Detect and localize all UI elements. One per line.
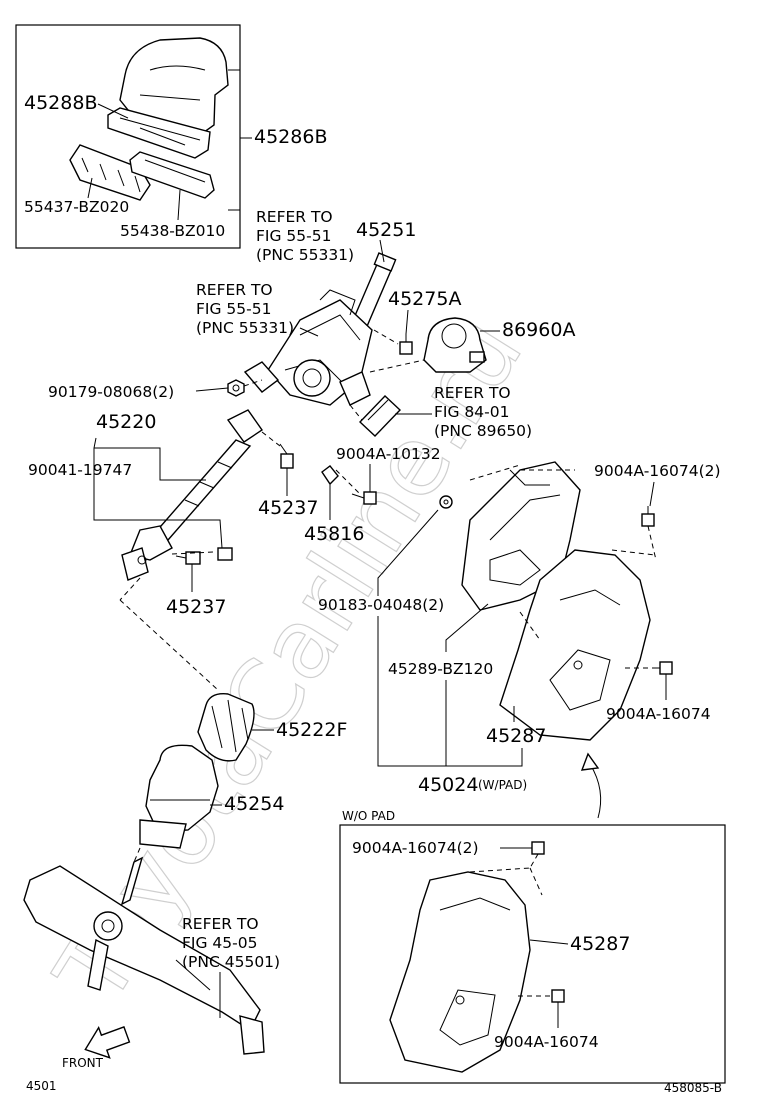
- label-45289-BZ120: 45289-BZ120: [388, 660, 493, 678]
- label-86960A: 86960A: [502, 319, 575, 341]
- label-front: FRONT: [62, 1056, 104, 1070]
- label-45024: 45024: [418, 774, 478, 796]
- label-9004A-10132: 9004A-10132: [336, 445, 441, 463]
- label-45024-note: (W/PAD): [478, 778, 527, 792]
- label-45222F: 45222F: [276, 719, 347, 741]
- nut-90041: [217, 547, 233, 561]
- lower-bracket-55437: [69, 144, 151, 201]
- refer-to-fig-84-01: REFER TO: [434, 384, 511, 402]
- lower-bracket-55438: [129, 151, 215, 199]
- nut-90179: [227, 379, 245, 397]
- label-90041-19747: 90041-19747: [28, 461, 132, 479]
- label-45286B: 45286B: [254, 126, 327, 148]
- label-9004A-16074-2-a: 9004A-16074(2): [594, 462, 721, 480]
- refer-to-fig-45-05-fig: FIG 45-05: [182, 934, 257, 952]
- label-45816: 45816: [304, 523, 364, 545]
- bolt-45275A: [399, 334, 413, 355]
- shaft-seal-45222F: [197, 693, 255, 762]
- label-9004A-16074-b: 9004A-16074: [494, 1033, 599, 1051]
- label-90179-08068: 90179-08068(2): [48, 383, 174, 401]
- label-45288B: 45288B: [24, 92, 97, 114]
- refer-to-fig-84-01-pnc: (PNC 89650): [434, 422, 532, 440]
- column-cover-pad: [107, 107, 211, 159]
- refer-to-fig-84-01-fig: FIG 84-01: [434, 403, 509, 421]
- label-90183-04048: 90183-04048(2): [318, 596, 444, 614]
- column-cover-45287-wo-pad: [389, 871, 531, 1073]
- diagram-id: 458085-B: [664, 1081, 722, 1095]
- reference-arrow-icon: [580, 752, 602, 819]
- label-9004A-16074-2-b: 9004A-16074(2): [352, 839, 479, 857]
- label-55438-BZ010: 55438-BZ010: [120, 222, 225, 240]
- label-45287-a: 45287: [486, 725, 546, 747]
- front-arrow-icon: [84, 1026, 131, 1059]
- screw-9004A-16074-b: [551, 989, 565, 1003]
- intermediate-shaft-45220: [121, 409, 263, 581]
- label-55437-BZ020: 55437-BZ020: [24, 198, 129, 216]
- without-pad-inset-frame: [339, 824, 726, 1084]
- column-cover-45287: [499, 549, 651, 741]
- label-45275A: 45275A: [388, 288, 461, 310]
- bolt-45237-upper: [279, 443, 294, 469]
- label-without-pad: W/O PAD: [342, 809, 395, 823]
- label-9004A-16074-a: 9004A-16074: [606, 705, 711, 723]
- label-45237-upper: 45237: [258, 497, 318, 519]
- clip-45816: [321, 465, 339, 486]
- label-45254: 45254: [224, 793, 284, 815]
- bolt-45237-lower: [175, 551, 201, 565]
- label-45251: 45251: [356, 219, 416, 241]
- refer-to-fig-55-51-b-pnc: (PNC 55331): [196, 319, 294, 337]
- refer-to-fig-55-51-a-fig: FIG 55-51: [256, 227, 331, 245]
- sensor-89650: [359, 395, 401, 437]
- label-45287-b: 45287: [570, 933, 630, 955]
- refer-to-fig-55-51-b: REFER TO: [196, 281, 273, 299]
- steering-gear-assembly: [23, 856, 265, 1055]
- screw-9004A-16074-pair-a: [641, 506, 655, 527]
- refer-to-fig-45-05: REFER TO: [182, 915, 259, 933]
- refer-to-fig-55-51-a-pnc: (PNC 55331): [256, 246, 354, 264]
- steering-boot-45254: [139, 744, 219, 849]
- motor-unit-86960A: [423, 317, 487, 373]
- screw-9004A-16074-a: [652, 661, 673, 675]
- refer-to-fig-45-05-pnc: (PNC 45501): [182, 953, 280, 971]
- page-id: 4501: [26, 1079, 57, 1093]
- screw-9004A-16074-pair-b: [531, 841, 545, 855]
- steering-column-assembly: [243, 252, 397, 406]
- refer-to-fig-55-51-a: REFER TO: [256, 208, 333, 226]
- label-45237-lower: 45237: [166, 596, 226, 618]
- washer-90183: [439, 495, 453, 509]
- refer-to-fig-55-51-b-fig: FIG 55-51: [196, 300, 271, 318]
- label-45220: 45220: [96, 411, 156, 433]
